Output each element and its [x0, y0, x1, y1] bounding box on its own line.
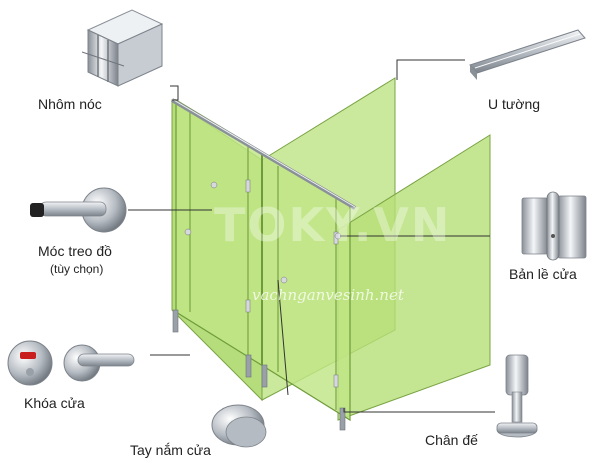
- label-roof-aluminum: Nhôm nóc: [38, 96, 102, 112]
- door-knob-icon: [211, 404, 267, 448]
- aluminum-profile-icon: [81, 9, 164, 87]
- top-rail: [170, 98, 357, 210]
- label-hook: Móc treo đồ: [38, 243, 112, 259]
- pedestal-foot-icon: [496, 354, 538, 438]
- top-rail-highlight: [171, 98, 356, 208]
- label-hook-note: (tùy chọn): [50, 262, 104, 276]
- panel-hook: [210, 181, 218, 189]
- label-wall-u: U tường: [488, 96, 541, 112]
- label-base: Chân đế: [425, 432, 478, 448]
- legs: [172, 309, 346, 431]
- indicator-lock-icon: [7, 340, 135, 386]
- label-handle: Tay nắm cửa: [130, 442, 211, 458]
- watermark-logo: TOKY.VN: [214, 198, 452, 252]
- label-hinge: Bản lề cửa: [509, 266, 577, 282]
- label-lock: Khóa cửa: [24, 395, 85, 411]
- panel-knob: [280, 276, 288, 284]
- panel-lock: [184, 228, 192, 236]
- leader-lines: [128, 59, 495, 413]
- partition-structure: [170, 77, 491, 431]
- watermark-site: vachnganvesinh.net: [252, 286, 404, 304]
- u-channel-icon: [469, 29, 586, 80]
- hinge-icon: [521, 191, 587, 261]
- coat-hook-icon: [30, 187, 127, 233]
